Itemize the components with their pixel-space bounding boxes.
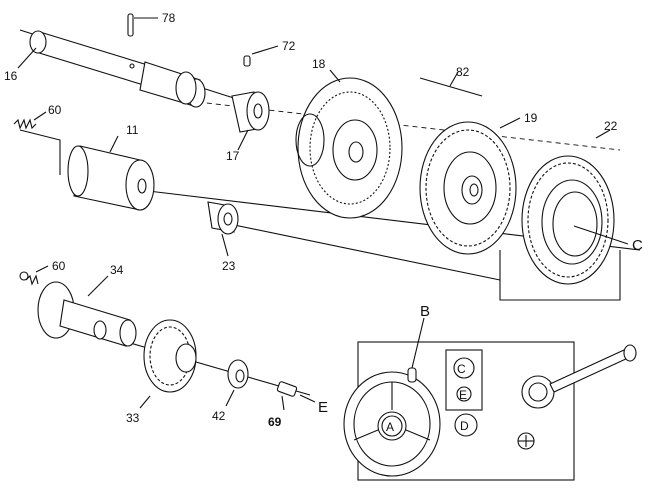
gear-19 xyxy=(419,117,521,255)
callout-b: B xyxy=(420,303,430,320)
label-19: 19 xyxy=(524,111,538,125)
bevel-gear-18 xyxy=(295,69,403,219)
part-number-labels: 78 72 16 18 82 60 11 19 22 17 23 60 34 3… xyxy=(4,11,618,429)
collar-23 xyxy=(207,201,239,257)
gear-22 xyxy=(521,129,629,285)
label-22: 22 xyxy=(604,119,618,133)
label-60-lower: 60 xyxy=(52,259,66,273)
callout-e: E xyxy=(318,399,328,416)
spring-60-upper xyxy=(13,111,47,130)
label-34: 34 xyxy=(110,263,124,277)
label-16: 16 xyxy=(4,69,18,83)
label-42: 42 xyxy=(212,409,226,423)
pin-82 xyxy=(419,71,483,97)
label-69: 69 xyxy=(268,415,282,429)
label-82: 82 xyxy=(456,65,470,79)
label-78: 78 xyxy=(162,11,176,25)
label-23: 23 xyxy=(222,259,236,273)
panel-marker-c: C xyxy=(457,362,466,376)
panel-marker-d: D xyxy=(460,419,469,433)
callout-c: C xyxy=(632,237,643,254)
collar-17 xyxy=(231,91,270,151)
washer-42 xyxy=(225,359,249,407)
spring-60-lower xyxy=(19,265,49,286)
pin-78 xyxy=(127,13,158,37)
callout-letters: B C E C E D A xyxy=(318,237,643,434)
gear-33 xyxy=(139,319,197,409)
panel-marker-d-circle xyxy=(454,413,478,437)
label-60-upper: 60 xyxy=(48,103,62,117)
label-11: 11 xyxy=(126,123,139,137)
label-72: 72 xyxy=(282,39,296,53)
label-33: 33 xyxy=(126,411,140,425)
handwheel[interactable] xyxy=(343,317,441,477)
sleeve-11 xyxy=(67,135,155,211)
shaft-16 xyxy=(17,30,206,108)
screw-69 xyxy=(276,381,298,411)
panel-marker-a: A xyxy=(386,420,394,434)
panel-marker-e: E xyxy=(459,388,467,402)
label-18: 18 xyxy=(312,57,326,71)
label-17: 17 xyxy=(226,149,240,163)
shaft-34 xyxy=(37,275,137,347)
panel-marker-c-circle xyxy=(453,357,475,379)
set-screw-72 xyxy=(243,45,279,67)
